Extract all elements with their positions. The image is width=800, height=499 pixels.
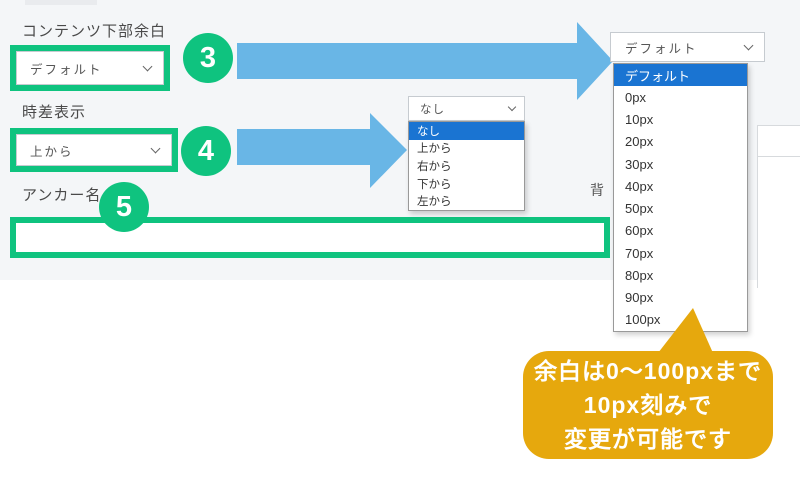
clipped-background-text: 背: [590, 182, 604, 198]
timing-option[interactable]: 左から: [417, 196, 452, 209]
callout-line: 10px刻みで: [583, 392, 713, 418]
overlay-timing-select-value: なし: [420, 103, 445, 116]
margin-option[interactable]: 60px: [625, 223, 654, 239]
margin-select[interactable]: デフォルト: [16, 51, 164, 85]
overlay-margin-select-value: デフォルト: [625, 41, 698, 56]
step-badge-5: 5: [99, 182, 149, 232]
margin-option[interactable]: 100px: [625, 312, 661, 328]
margin-option[interactable]: 10px: [625, 112, 654, 128]
timing-select-value: 上から: [30, 144, 74, 159]
margin-option[interactable]: 70px: [625, 245, 654, 261]
timing-options-listbox: なし上から右から下から左から: [408, 121, 525, 211]
annotation-arrow-right-icon: [237, 22, 613, 100]
timing-field-label: 時差表示: [22, 104, 87, 121]
step-badge-4: 4: [181, 126, 231, 176]
timing-select[interactable]: 上から: [16, 134, 172, 166]
margin-option[interactable]: 40px: [625, 178, 654, 194]
chevron-down-icon: [507, 102, 517, 111]
chevron-down-icon: [142, 61, 153, 71]
background-panel: [757, 125, 800, 288]
chevron-down-icon: [150, 143, 161, 153]
anchor-name-input[interactable]: [16, 223, 604, 252]
margin-option[interactable]: 30px: [625, 156, 654, 172]
margin-options-listbox: デフォルト 0px 10px 20px 30px 40px 50px 60px 70px 80px…: [613, 63, 748, 332]
annotation-arrow-right-icon: [237, 113, 407, 188]
anchor-field-label: アンカー名: [22, 187, 102, 204]
clipped-element-edge: [25, 0, 97, 5]
timing-option[interactable]: 右から: [417, 160, 452, 173]
margin-option[interactable]: デフォルト: [614, 64, 747, 87]
timing-option[interactable]: 上から: [417, 143, 452, 156]
margin-option[interactable]: 80px: [625, 267, 654, 283]
margin-option[interactable]: 0px: [625, 89, 646, 105]
margin-field-label: コンテンツ下部余白: [22, 23, 167, 40]
callout-line: 余白は0〜100pxまで: [533, 358, 762, 384]
timing-option[interactable]: 下から: [417, 178, 452, 191]
step-badge-3: 3: [183, 33, 233, 83]
overlay-margin-select[interactable]: デフォルト: [610, 32, 765, 62]
overlay-timing-select[interactable]: なし: [408, 96, 525, 121]
panel-divider: [758, 156, 800, 157]
chevron-down-icon: [743, 40, 754, 50]
margin-option[interactable]: 90px: [625, 290, 654, 306]
margin-select-value: デフォルト: [30, 62, 103, 77]
callout-tail: [658, 308, 713, 353]
margin-option[interactable]: 20px: [625, 134, 654, 150]
margin-option[interactable]: 50px: [625, 201, 654, 217]
timing-option[interactable]: なし: [409, 122, 524, 140]
callout-line: 変更が可能です: [564, 426, 732, 452]
callout-bubble: 余白は0〜100pxまで 10px刻みで 変更が可能です: [523, 351, 773, 459]
